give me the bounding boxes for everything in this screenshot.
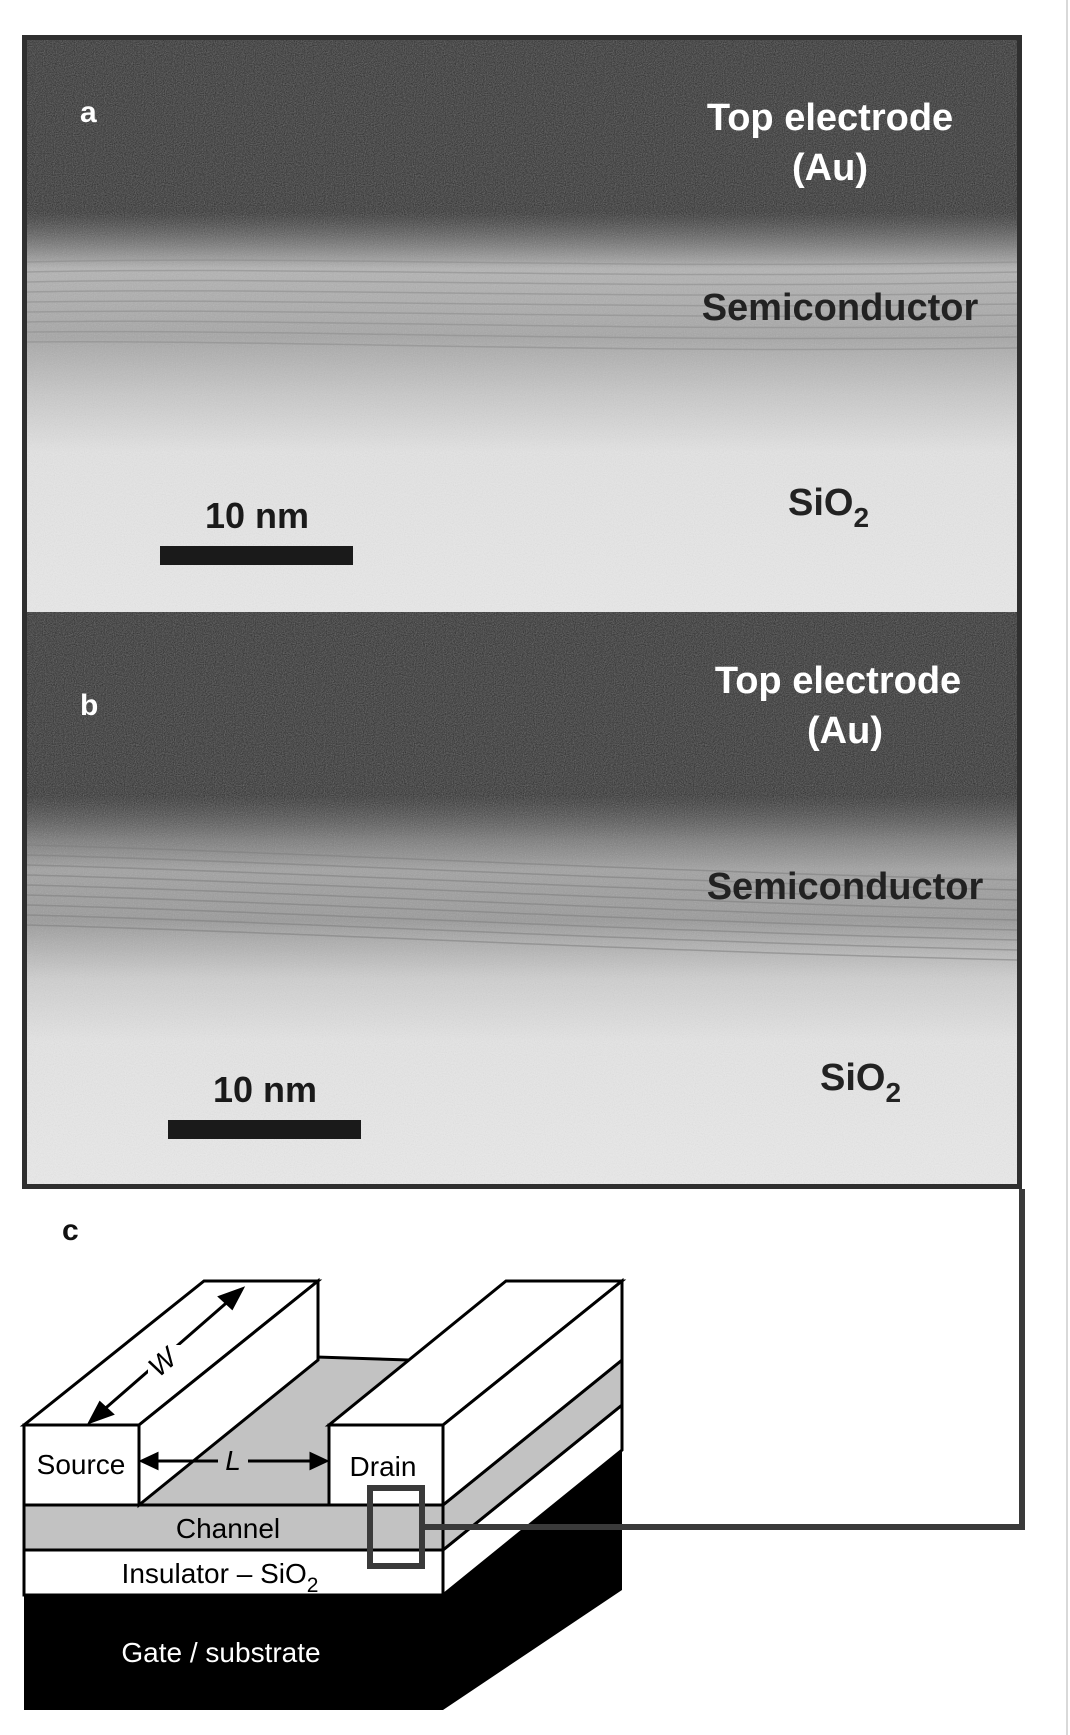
gate-label: Gate / substrate [121,1637,320,1668]
panel-b-lattice-fringes [27,844,1017,961]
panel-b: b Top electrode (Au) Semiconductor SiO2 … [27,612,1017,1184]
panel-b-letter: b [80,689,98,722]
panel-a-lattice-fringes [27,259,1017,351]
page-edge-rule [1066,0,1068,1735]
panel-a-letter: a [80,96,97,129]
gate-substrate-block [24,1450,622,1710]
drain-label: Drain [350,1451,417,1482]
panel-b-semiconductor-label: Semiconductor [707,866,984,908]
panel-a-sio2-label: SiO2 [788,482,869,533]
width-label-bg [148,1345,186,1377]
channel-label: Channel [176,1513,280,1544]
panel-a-scalebar [160,546,353,565]
drain-electrode [324,1277,627,1509]
length-label: L [225,1445,241,1476]
panel-a-semiconductor-label: Semiconductor [702,287,979,329]
panel-b-scalebar-label: 10 nm [213,1069,317,1110]
panel-c: c [19,1189,1025,1710]
panel-a-scalebar-label: 10 nm [205,495,309,536]
panel-b-sio2-label: SiO2 [820,1057,901,1108]
insulator-label: Insulator – SiO2 [122,1558,319,1597]
panel-c-letter: c [62,1214,79,1247]
length-label-bg [218,1445,248,1477]
panel-a-top-electrode-label: Top electrode [707,97,953,139]
panel-a: a Top electrode (Au) Semiconductor SiO2 … [27,40,1017,612]
panel-b-top-electrode-label: Top electrode [715,660,961,702]
source-label: Source [37,1449,126,1480]
panel-a-au-label: (Au) [792,147,868,189]
panel-b-scalebar [168,1120,361,1139]
panel-b-image [27,612,1017,1184]
zoom-connector-line [422,1189,1025,1530]
panel-b-au-label: (Au) [807,710,883,752]
